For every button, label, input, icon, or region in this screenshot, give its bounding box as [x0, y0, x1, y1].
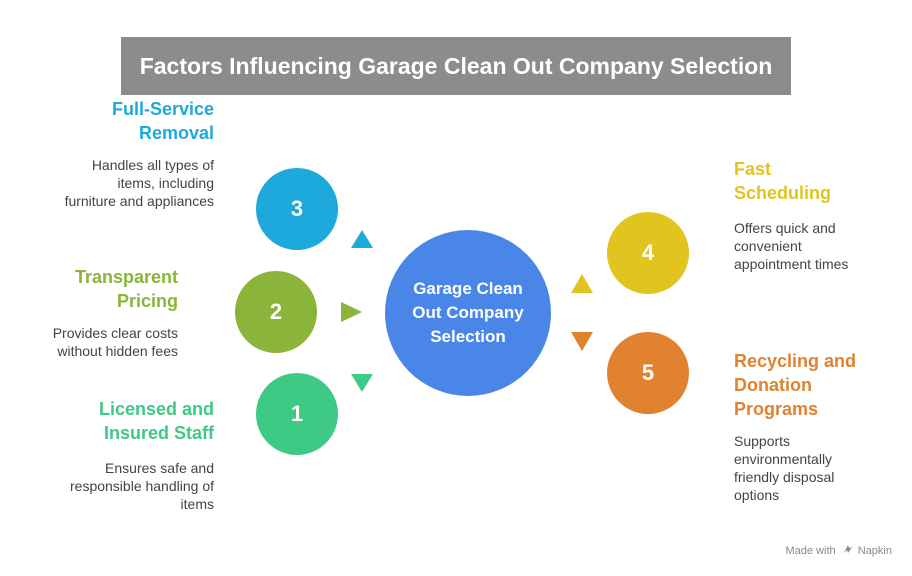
factor-2-circle: 2 — [235, 271, 317, 353]
factor-1-arrow-icon — [351, 374, 373, 392]
factor-2-description: Provides clear costs without hidden fees — [52, 325, 178, 359]
center-hub: Garage Clean Out Company Selection — [385, 230, 551, 396]
factor-1-heading: Licensed and Insured Staff — [98, 399, 214, 443]
factor-3-number: 3 — [290, 196, 304, 221]
factor-3-circle: 3 — [256, 168, 338, 250]
footer-credit: Made with Napkin — [785, 544, 892, 557]
factor-4-number: 4 — [641, 240, 655, 265]
factor-3-heading: Full-Service Removal — [111, 99, 214, 143]
factor-4-circle: 4 — [607, 212, 689, 294]
factor-5-description: Supports environmentally friendly dispos… — [734, 433, 835, 503]
factor-1-circle: 1 — [256, 373, 338, 455]
factor-2-number: 2 — [269, 299, 283, 324]
factor-4-description: Offers quick and convenient appointment … — [734, 220, 849, 272]
factor-2-arrow-icon — [341, 302, 362, 322]
factor-3-arrow-icon — [351, 230, 373, 248]
center-hub-label: Garage Clean Out Company Selection — [412, 279, 524, 346]
factor-5-number: 5 — [641, 360, 655, 385]
factor-4-heading: Fast Scheduling — [734, 159, 832, 203]
factor-2-heading: Transparent Pricing — [74, 267, 178, 311]
napkin-logo-icon — [843, 545, 852, 553]
factor-1-description: Ensures safe and responsible handling of… — [70, 460, 214, 512]
factor-1-number: 1 — [290, 401, 304, 426]
factor-5-circle: 5 — [607, 332, 689, 414]
made-with-text: Made with — [785, 545, 836, 557]
napkin-brand-text: Napkin — [857, 545, 892, 557]
factor-5-arrow-icon — [571, 332, 593, 351]
factor-3-description: Handles all types of items, including fu… — [64, 157, 214, 209]
factor-5-heading: Recycling and Donation Programs — [734, 351, 857, 419]
diagram-title: Factors Influencing Garage Clean Out Com… — [121, 37, 791, 95]
factor-4-arrow-icon — [571, 274, 593, 293]
